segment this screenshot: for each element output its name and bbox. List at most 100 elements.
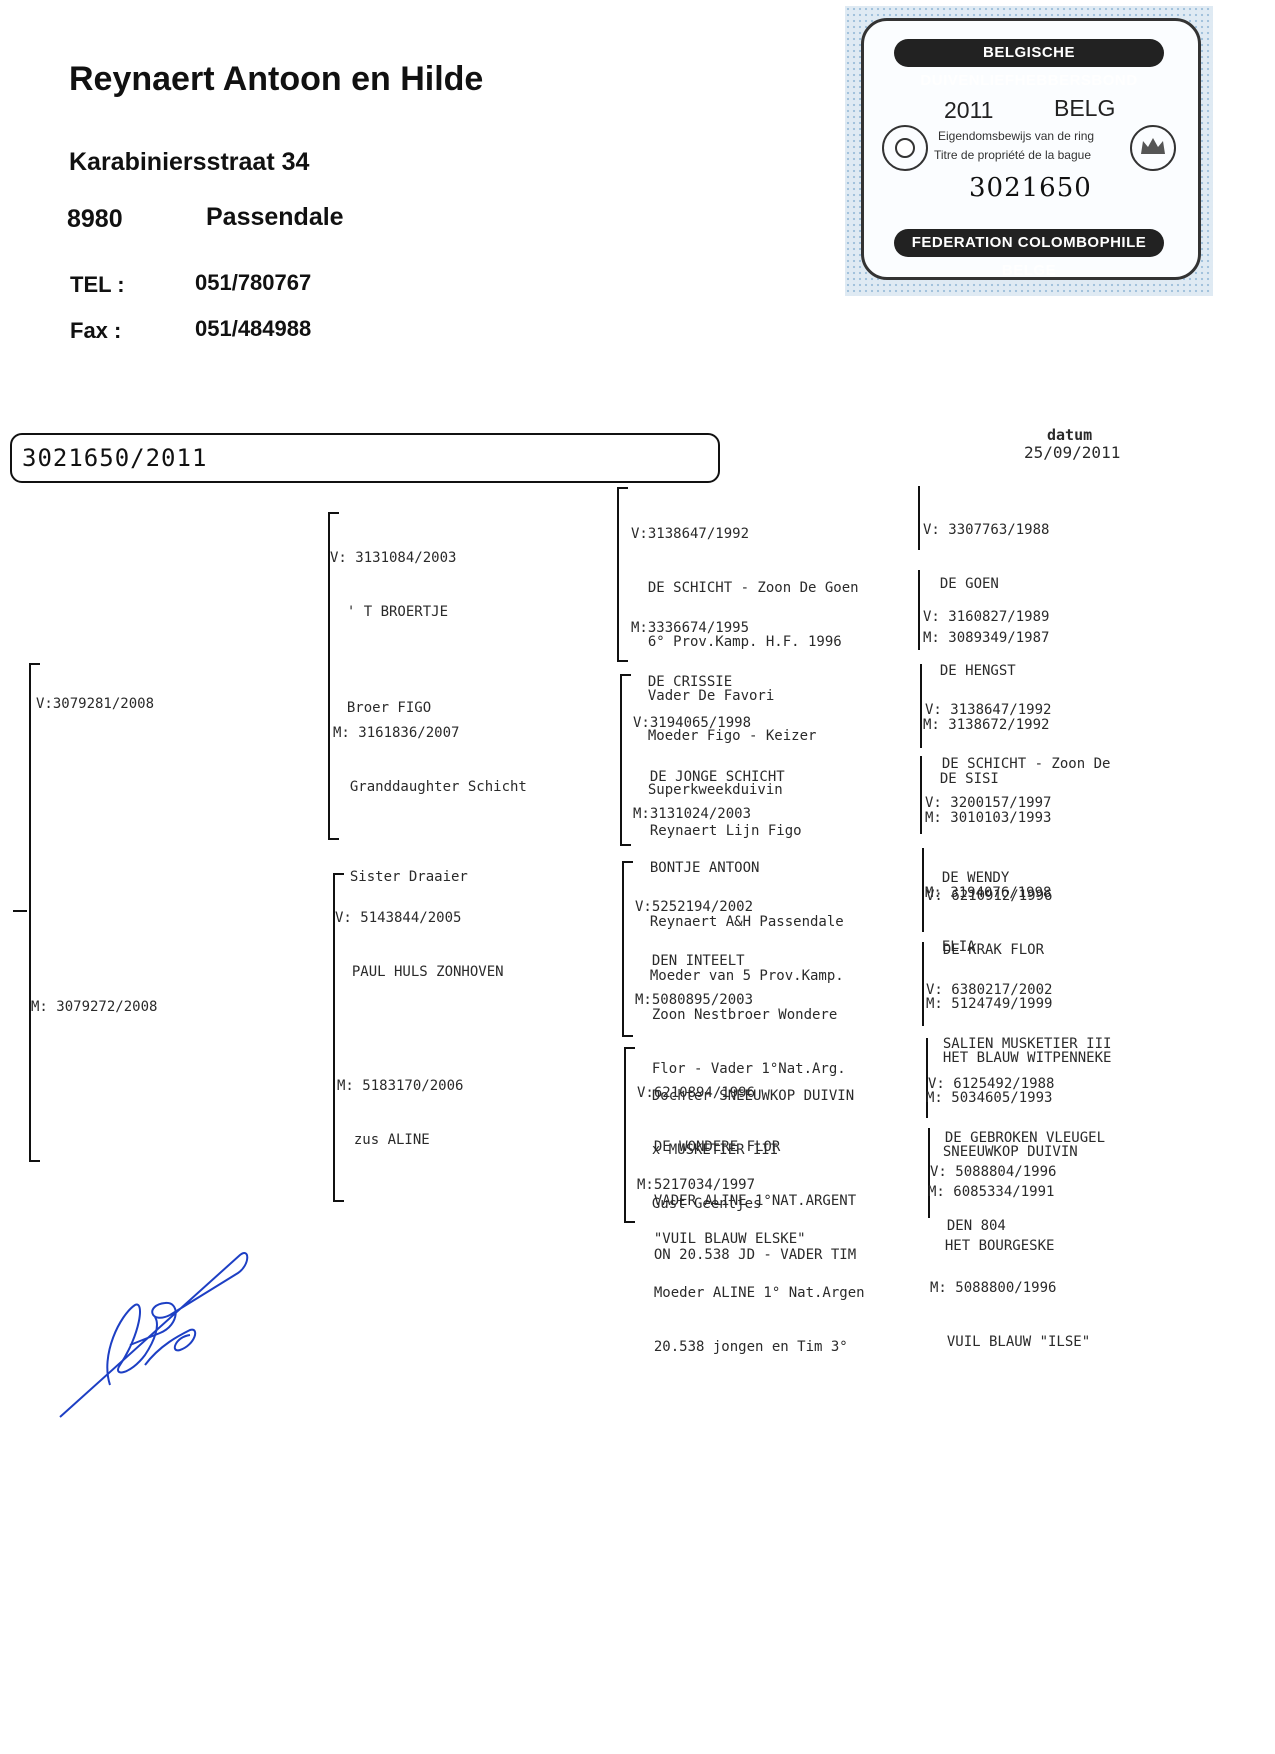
gen2-ff: V: 3131084/2003 ' T BROERTJE Broer FIGO [330,513,456,735]
gen3-mmf-line3: VADER ALINE 1°NAT.ARGENT [637,1193,857,1209]
gen4-2-father-name: DE HENGST [923,663,1016,679]
gen1-father-ring: V:3079281/2008 [36,696,155,712]
gen4-bracket-7 [926,1038,937,1118]
gen4-bracket-6 [922,942,933,1026]
gen3-mmm-line4: 20.538 jongen en Tim 3° [637,1339,848,1355]
gen4-bracket-2 [918,570,929,650]
ring-card-top-banner: BELGISCHE DUIVENLIEFHEBBERSBOND [894,39,1164,89]
crown-icon [1130,125,1176,171]
gen4-1-father: V: 3307763/1988 [923,522,1050,538]
gen3-bracket-3 [622,861,633,1037]
gen3-mfm-line4: x MUSKETIER III [635,1142,779,1158]
gen4-pair-2: V: 3160827/1989 DE HENGST M: 3138672/199… [923,572,1049,806]
gen2-mf-line2: PAUL HULS ZONHOVEN [335,964,504,980]
fax-label: Fax : [70,318,122,343]
gen2-ff-line4: Broer FIGO [330,700,432,716]
gen4-1-father-name: DE GOEN [923,576,999,592]
gen3-mmf-line1: V:6210894/1996 [637,1085,756,1101]
gen2-father-bracket [328,512,339,840]
ring-card-country: BELG [1054,95,1116,121]
gen2-mf: V: 5143844/2005 PAUL HULS ZONHOVEN [335,873,504,999]
gen2-fm-line1: M: 3161836/2007 [333,725,460,741]
gen1-bracket [29,663,40,1162]
gen2-ff-line1: V: 3131084/2003 [330,550,457,566]
gen4-pair-6: V: 6380217/2002 SALIEN MUSKETIER III M: … [926,945,1111,1179]
gen2-mother-bracket [333,873,344,1202]
gen3-fmf: V:3194065/1998 DE JONGE SCHICHT Reynaert… [633,678,802,858]
gen4-pair-4: V: 3200157/1997 M: 3194076/1998 ELIA [925,758,1051,974]
gen3-mmf-line4: ON 20.538 JD - VADER TIM [637,1247,857,1263]
ring-card-frame: BELGISCHE DUIVENLIEFHEBBERSBOND 2011 BEL… [861,18,1201,280]
gen3-fmm-line1: M:3131024/2003 [633,806,752,822]
date-value: 25/09/2011 [1024,443,1121,462]
gen3-mmm: M:5217034/1997 "VUIL BLAUW ELSKE" Moeder… [637,1140,865,1374]
gen4-4-father: V: 3200157/1997 [925,795,1052,811]
gen1-connector [13,910,27,912]
gen3-mff-line3: Zoon Nestbroer Wondere [635,1007,838,1023]
gen3-fff-line3: 6° Prov.Kamp. H.F. 1996 [631,634,842,650]
gen3-fmf-line1: V:3194065/1998 [633,715,752,731]
pigeon-id: 3021650/2011 [22,444,208,472]
gen2-mm-line1: M: 5183170/2006 [337,1078,464,1094]
ring-card-line-fr: Titre de propriété de la bague [934,148,1091,162]
gen4-3-father-name: DE SCHICHT - Zoon De [925,756,1111,772]
gen3-fff: V:3138647/1992 DE SCHICHT - Zoon De Goen… [631,489,859,723]
ring-card-number: 3021650 [969,173,1092,203]
gen2-mm-line2: zus ALINE [337,1132,430,1148]
gen3-mfm-line5: Gust Geentjes [635,1196,762,1212]
gen3-ffm-line3: Moeder Figo - Keizer [631,728,817,744]
gen4-4-mother: M: 3194076/1998 [925,885,1052,901]
gen2-ff-line3 [330,657,456,663]
gen1-mother: M: 3079272/2008 [31,962,157,1034]
gen3-mff: V:5252194/2002 DEN INTEELT Zoon Nestbroe… [635,862,846,1096]
gen3-bracket-4 [624,1047,635,1223]
gen4-2-mother: M: 3138672/1992 [923,717,1050,733]
gen3-mmf-line2: DE WONDERE FLOR [637,1139,781,1155]
gen3-ffm-line1: M:3336674/1995 [631,620,750,636]
gen2-fm-line4: Sister Draaier [333,869,468,885]
gen4-5-mother-name: HET BLAUW WITPENNEKE [926,1050,1112,1066]
gen3-ffm-line2: DE CRISSIE [631,674,733,690]
gen3-fmm: M:3131024/2003 BONTJE ANTOON Reynaert A&… [633,769,844,1003]
wreath-icon [882,125,928,171]
gen3-mmm-line1: M:5217034/1997 [637,1177,756,1193]
gen4-bracket-4 [920,756,931,834]
gen3-ffm: M:3336674/1995 DE CRISSIE Moeder Figo - … [631,583,816,817]
gen3-fff-line1: V:3138647/1992 [631,526,750,542]
pigeon-id-box [10,433,720,483]
gen4-pair-1: V: 3307763/1988 DE GOEN M: 3089349/1987 [923,485,1049,701]
gen3-mfm-line3: Dochter SNEEUWKOP DUIVIN [635,1088,855,1104]
gen4-5-father-name: DE KRAK FLOR [926,942,1045,958]
date-label: datum [1047,426,1093,444]
ring-card-bottom-banner: FEDERATION COLOMBOPHILE BELGE [894,229,1164,279]
gen2-mf-line1: V: 5143844/2005 [335,910,462,926]
gen4-bracket-3 [920,664,931,748]
signature [59,1252,249,1418]
gen3-mff-line2: DEN INTEELT [635,953,745,969]
gen2-ff-line2: ' T BROERTJE [330,604,449,620]
gen3-mff-line1: V:5252194/2002 [635,899,754,915]
gen3-bracket-1 [617,487,628,662]
gen4-6-mother: M: 5034605/1993 [926,1090,1053,1106]
gen3-mmm-line2: "VUIL BLAUW ELSKE" [637,1231,806,1247]
postcode: 8980 [67,205,123,233]
gen1-mother-ring: M: 3079272/2008 [31,999,158,1015]
gen4-bracket-5 [922,848,933,932]
gen4-7-father-name: DE GEBROKEN VLEUGEL [928,1130,1106,1146]
breeder-name: Reynaert Antoon en Hilde [69,60,484,98]
gen3-fmm-line3: Reynaert A&H Passendale [633,914,844,930]
gen4-6-mother-name: SNEEUWKOP DUIVIN [926,1144,1078,1160]
ring-card-line-nl: Eigendomsbewijs van de ring [938,129,1095,143]
gen3-ffm-line4: Superkweekduivin [631,782,783,798]
gen4-pair-3: V: 3138647/1992 DE SCHICHT - Zoon De M: … [925,665,1110,905]
gen4-3-mother-name: DE WENDY [925,870,1010,886]
street-address: Karabiniersstraat 34 [69,148,310,176]
gen4-8-father: V: 5088804/1996 [930,1164,1057,1180]
gen2-mm: M: 5183170/2006 zus ALINE [337,1041,463,1167]
gen3-mfm-line1: M:5080895/2003 [635,992,754,1008]
gen1-father: V:3079281/2008 [36,659,154,731]
gen4-5-mother: M: 5124749/1999 [926,996,1053,1012]
ring-ownership-card: BELGISCHE DUIVENLIEFHEBBERSBOND 2011 BEL… [845,6,1213,296]
gen4-6-father-name: SALIEN MUSKETIER III [926,1036,1112,1052]
gen3-fff-line2: DE SCHICHT - Zoon De Goen [631,580,859,596]
